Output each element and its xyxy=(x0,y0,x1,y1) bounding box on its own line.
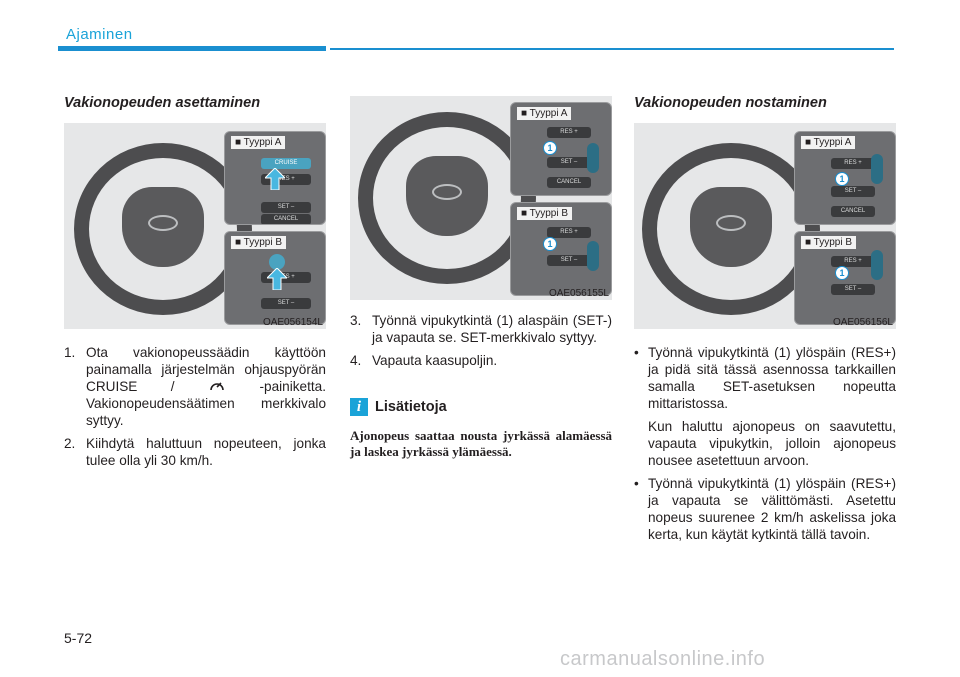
step-text: Ota vakionopeussäädin käyttöön painamall… xyxy=(86,345,326,394)
inset-type-b: ■ Tyyppi B RES + SET – 1 xyxy=(794,231,896,325)
callout-number: 1 xyxy=(835,172,849,186)
info-icon: i xyxy=(350,398,368,416)
step-text: Kiihdytä haluttuun nopeuteen, jonka tule… xyxy=(86,436,326,468)
cancel-label: CANCEL xyxy=(261,214,311,224)
bullet-text: Kun haluttu ajonopeus on saavutettu, vap… xyxy=(648,419,896,468)
inset-type-b: ■ Tyyppi B RES + SET – 1 xyxy=(510,202,612,296)
header-rule-thick xyxy=(58,46,326,51)
res-label: RES + xyxy=(547,127,591,138)
res-label: RES + xyxy=(261,174,311,185)
col1-title: Vakionopeuden asettaminen xyxy=(64,95,261,111)
type-a-label: ■ Tyyppi A xyxy=(517,107,572,120)
lever-switch xyxy=(871,250,883,280)
step-number: 3. xyxy=(350,313,362,328)
brand-logo xyxy=(716,215,746,231)
step-item: 3. Työnnä vipukytkintä (1) alaspäin (SET… xyxy=(350,312,612,346)
figure-code: OAE056156L xyxy=(832,317,893,328)
page-number: 5-72 xyxy=(64,630,93,646)
set-label: SET – xyxy=(261,202,311,213)
type-b-label: ■ Tyyppi B xyxy=(517,207,572,220)
res-label: RES + xyxy=(831,256,875,267)
press-arrow-icon xyxy=(267,268,287,290)
cruise-symbol-icon xyxy=(269,254,285,270)
watermark: carmanualsonline.info xyxy=(560,648,766,670)
brand-logo xyxy=(148,215,178,231)
bullet-text: Työnnä vipukytkintä (1) ylöspäin (RES+) … xyxy=(648,345,896,411)
info-header: i Lisätietoja xyxy=(350,398,447,416)
col3-title: Vakionopeuden nostaminen xyxy=(634,95,827,111)
bullet-text: Työnnä vipukytkintä (1) ylöspäin (RES+) … xyxy=(648,476,896,542)
col3-bullets: • Työnnä vipukytkintä (1) ylöspäin (RES+… xyxy=(634,344,896,549)
callout-number: 1 xyxy=(835,266,849,280)
set-label: SET – xyxy=(547,255,591,266)
figure-steering-res: ■ Tyyppi A RES + SET – CANCEL 1 ■ Tyyppi… xyxy=(634,123,896,329)
lever-switch xyxy=(871,154,883,184)
type-b-label: ■ Tyyppi B xyxy=(801,236,856,249)
inset-type-a: ■ Tyyppi A CRUISE RES + SET – CANCEL xyxy=(224,131,326,225)
set-label: SET – xyxy=(831,284,875,295)
figure-code: OAE056155L xyxy=(548,288,609,299)
lever-switch xyxy=(587,143,599,173)
press-arrow-icon xyxy=(265,168,285,190)
set-label: SET – xyxy=(831,186,875,197)
set-label: SET – xyxy=(547,157,591,168)
figure-steering-set: ■ Tyyppi A RES + SET – CANCEL 1 ■ Tyyppi… xyxy=(350,96,612,300)
step-text: Vapauta kaasupoljin. xyxy=(372,353,498,368)
figure-code: OAE056154L xyxy=(262,317,323,328)
step-text: -painiketta. Vakionopeudensäätimen merkk… xyxy=(86,379,326,428)
info-text: Ajonopeus saattaa nousta jyrkässä alamäe… xyxy=(350,428,612,459)
cancel-label: CANCEL xyxy=(831,206,875,217)
callout-number: 1 xyxy=(543,141,557,155)
bullet-item: • Työnnä vipukytkintä (1) ylöspäin (RES+… xyxy=(634,344,896,469)
cruise-button: CRUISE xyxy=(261,158,311,169)
bullet-mark: • xyxy=(634,476,639,491)
step-text: Työnnä vipukytkintä (1) alaspäin (SET-) … xyxy=(372,313,612,345)
set-label: SET – xyxy=(261,298,311,309)
bullet-item: • Työnnä vipukytkintä (1) ylöspäin (RES+… xyxy=(634,475,896,543)
callout-number: 1 xyxy=(543,237,557,251)
cancel-label: CANCEL xyxy=(547,177,591,188)
col1-steps: 1. Ota vakionopeussäädin käyttöön painam… xyxy=(64,344,326,475)
step-number: 1. xyxy=(64,345,76,360)
inset-type-b: ■ Tyyppi B RES + SET – xyxy=(224,231,326,325)
res-label: RES + xyxy=(547,227,591,238)
lever-switch xyxy=(587,241,599,271)
col2-steps: 3. Työnnä vipukytkintä (1) alaspäin (SET… xyxy=(350,312,612,375)
info-title: Lisätietoja xyxy=(375,399,447,415)
res-label: RES + xyxy=(831,158,875,169)
type-b-label: ■ Tyyppi B xyxy=(231,236,286,249)
inset-type-a: ■ Tyyppi A RES + SET – CANCEL 1 xyxy=(510,102,612,196)
step-number: 4. xyxy=(350,353,362,368)
step-number: 2. xyxy=(64,436,76,451)
step-item: 1. Ota vakionopeussäädin käyttöön painam… xyxy=(64,344,326,429)
brand-logo xyxy=(432,184,462,200)
type-a-label: ■ Tyyppi A xyxy=(231,136,286,149)
inset-type-a: ■ Tyyppi A RES + SET – CANCEL 1 xyxy=(794,131,896,225)
figure-steering-cruise: ■ Tyyppi A CRUISE RES + SET – CANCEL ■ T… xyxy=(64,123,326,329)
type-a-label: ■ Tyyppi A xyxy=(801,136,856,149)
step-item: 2. Kiihdytä haluttuun nopeuteen, jonka t… xyxy=(64,435,326,469)
header-rule-thin xyxy=(330,48,894,50)
section-title: Ajaminen xyxy=(66,26,133,43)
cruise-icon xyxy=(210,382,224,391)
bullet-mark: • xyxy=(634,345,639,360)
step-item: 4. Vapauta kaasupoljin. xyxy=(350,352,612,369)
